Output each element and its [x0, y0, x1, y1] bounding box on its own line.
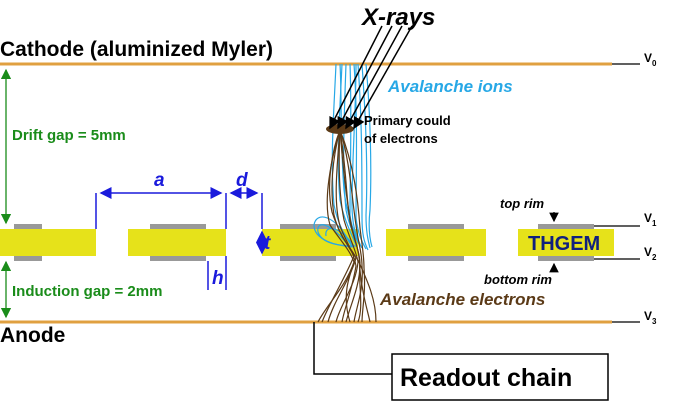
avalanche-electron-tracks [317, 129, 377, 323]
svg-text:0: 0 [652, 59, 657, 68]
readout-chain-box [391, 353, 609, 401]
svg-text:1: 1 [652, 219, 657, 228]
svg-text:2: 2 [652, 253, 657, 262]
anode-label: Anode [0, 324, 65, 347]
svg-text:V: V [644, 211, 652, 225]
avalanche-ion-tracks [313, 63, 373, 251]
cathode-label: Cathode (aluminized Myler) [0, 38, 273, 61]
top-rim [14, 224, 42, 229]
bottom-rim [408, 256, 464, 261]
xrays-label: X-rays [360, 4, 435, 31]
top-rim [538, 224, 594, 229]
plate-segment [386, 229, 486, 256]
bottom-rim [280, 256, 336, 261]
drift-gap-label: Drift gap = 5mm [12, 127, 126, 144]
plate-segment [518, 229, 614, 256]
svg-text:V: V [644, 51, 652, 65]
dimension-d [229, 187, 263, 229]
readout-connection [313, 322, 392, 375]
top-rim [408, 224, 464, 229]
thgem-label: THGEM [528, 233, 600, 255]
top-rim [280, 224, 336, 229]
avalanche-electrons-label: Avalanche electrons [379, 290, 545, 309]
voltage-v0: V 0 [644, 51, 657, 68]
top-rim-label: top rim [500, 196, 544, 211]
plate-segment [0, 229, 96, 256]
voltage-v2: V 2 [644, 245, 657, 262]
dimension-h-label: h [212, 268, 224, 289]
induction-gap-label: Induction gap = 2mm [12, 283, 162, 300]
plate-segment [128, 229, 226, 256]
dimension-h [207, 256, 227, 290]
top-rim [150, 224, 206, 229]
bottom-rim [14, 256, 42, 261]
dimension-a [95, 187, 227, 229]
svg-text:3: 3 [652, 317, 657, 326]
bottom-rim [150, 256, 206, 261]
svg-text:V: V [644, 309, 652, 323]
avalanche-ions-label: Avalanche ions [387, 77, 513, 96]
xray-arrows [329, 25, 413, 130]
voltage-v3: V 3 [644, 309, 657, 326]
dimension-t-label: t [264, 233, 271, 254]
bottom-rim [538, 256, 594, 261]
primary-cloud-label-line2: of electrons [364, 131, 438, 146]
readout-chain-label: Readout chain [400, 364, 572, 392]
dimension-d-label: d [236, 170, 248, 191]
voltage-v1: V 1 [644, 211, 657, 228]
thgem-plate [0, 224, 614, 261]
primary-cloud-label-line1: Primary could [364, 113, 451, 128]
svg-text:V: V [644, 245, 652, 259]
bottom-rim-label: bottom rim [484, 272, 552, 287]
dimension-a-label: a [154, 170, 165, 191]
